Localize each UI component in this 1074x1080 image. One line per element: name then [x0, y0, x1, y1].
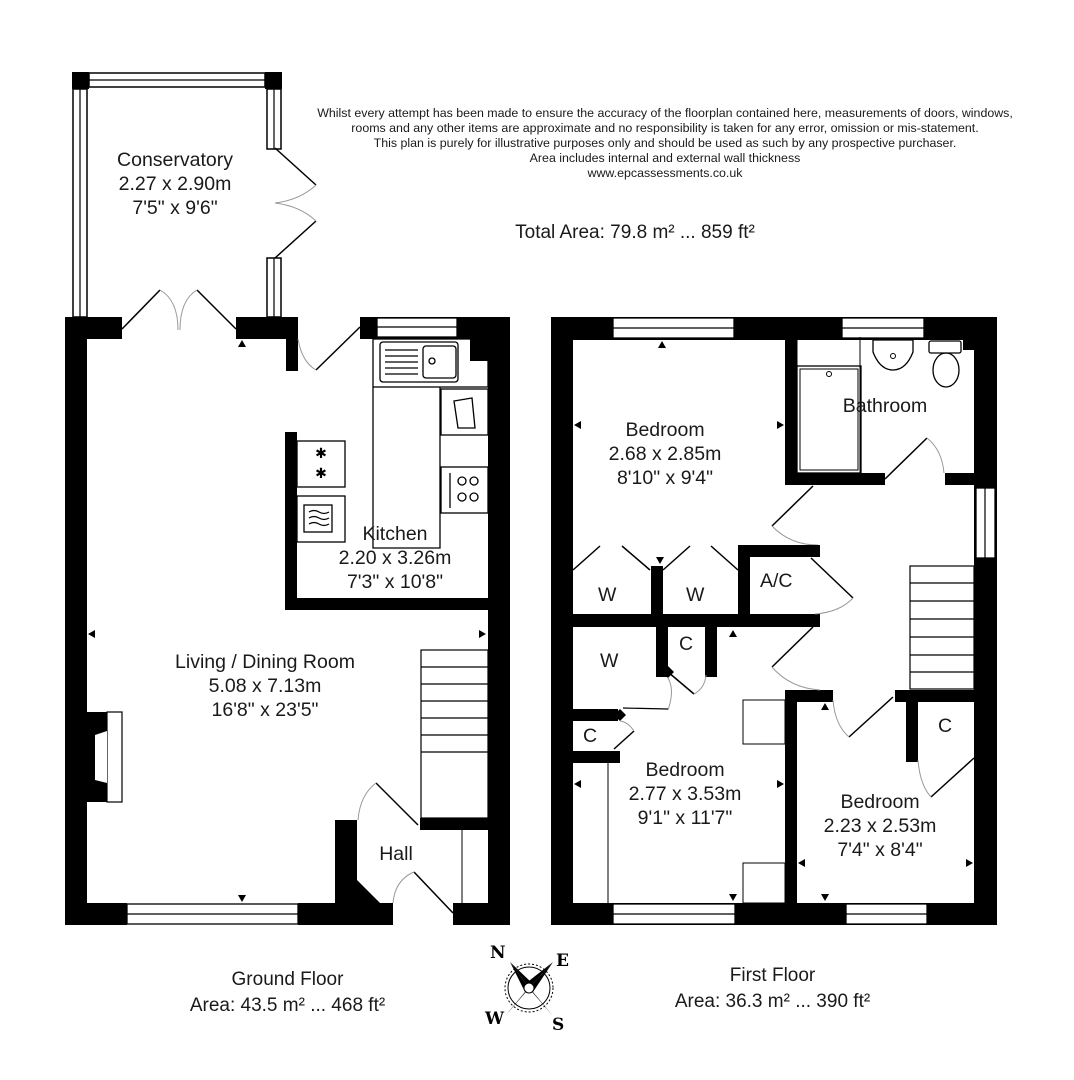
floor-title: Ground Floor: [231, 969, 344, 990]
wardrobe-label: W: [598, 584, 617, 606]
room-label-hall: Hall: [366, 842, 426, 866]
disclaimer-website: www.epcassessments.co.uk: [587, 166, 743, 180]
compass-east: E: [556, 951, 569, 971]
wardrobe-label: W: [600, 650, 619, 672]
ground-floor-summary: Ground Floor Area: 43.5 m² ... 468 ft²: [160, 967, 415, 1019]
total-area: Total Area: 79.8 m² ... 859 ft²: [515, 222, 755, 243]
room-metric: 2.27 x 2.90m: [118, 173, 232, 195]
room-label-kitchen: Kitchen 2.20 x 3.26m 7'3" x 10'8": [325, 522, 465, 594]
cupboard-label: C: [583, 725, 598, 747]
cupboard-label: C: [938, 715, 953, 737]
room-metric: 2.77 x 3.53m: [628, 783, 742, 805]
room-metric: 2.68 x 2.85m: [608, 443, 722, 465]
ground-floor-plan: ✱ ✱: [65, 72, 510, 925]
room-name: Bathroom: [842, 395, 928, 417]
room-label-bedroom-3: Bedroom 2.23 x 2.53m 7'4" x 8'4": [805, 790, 955, 862]
room-label-living-dining: Living / Dining Room 5.08 x 7.13m 16'8" …: [150, 650, 380, 722]
disclaimer-line: This plan is purely for illustrative pur…: [373, 136, 957, 150]
room-name: Conservatory: [117, 149, 233, 171]
compass-north: N: [490, 943, 506, 963]
first-floor-stairs: [909, 565, 975, 690]
disclaimer-line: Area includes internal and external wall…: [529, 151, 801, 165]
svg-text:✱: ✱: [315, 465, 327, 481]
disclaimer-line: rooms and any other items are approximat…: [351, 121, 979, 135]
room-metric: 2.20 x 3.26m: [338, 547, 452, 569]
room-imperial: 16'8" x 23'5": [211, 699, 319, 721]
disclaimer-text: Whilst every attempt has been made to en…: [300, 106, 1030, 181]
room-label-bathroom: Bathroom: [830, 394, 940, 418]
room-label-conservatory: Conservatory 2.27 x 2.90m 7'5" x 9'6": [95, 148, 255, 220]
cupboard-label: C: [679, 633, 694, 655]
wardrobe-label: W: [686, 584, 705, 606]
first-floor-plan: [551, 317, 997, 925]
compass-west: W: [484, 1009, 505, 1029]
room-label-bedroom-1: Bedroom 2.68 x 2.85m 8'10" x 9'4": [590, 418, 740, 490]
floor-area: Area: 36.3 m² ... 390 ft²: [674, 991, 871, 1012]
fireplace: [87, 711, 123, 803]
room-name: Bedroom: [625, 419, 705, 441]
compass-south: S: [552, 1015, 564, 1035]
room-name: Kitchen: [362, 523, 428, 545]
floor-title: First Floor: [729, 965, 816, 986]
compass-rose: N E W S: [484, 943, 569, 1035]
room-imperial: 9'1" x 11'7": [637, 807, 733, 829]
room-imperial: 7'5" x 9'6": [132, 197, 218, 219]
airing-cupboard-label: A/C: [760, 570, 793, 592]
svg-text:✱: ✱: [315, 445, 327, 461]
floor-area: Area: 43.5 m² ... 468 ft²: [189, 995, 386, 1016]
room-metric: 2.23 x 2.53m: [823, 815, 937, 837]
room-name: Hall: [379, 843, 413, 865]
first-floor-summary: First Floor Area: 36.3 m² ... 390 ft²: [645, 963, 900, 1015]
room-imperial: 8'10" x 9'4": [616, 467, 714, 489]
room-imperial: 7'3" x 10'8": [346, 571, 444, 593]
room-name: Bedroom: [645, 759, 725, 781]
disclaimer-line: Whilst every attempt has been made to en…: [317, 106, 1013, 120]
room-imperial: 7'4" x 8'4": [837, 839, 923, 861]
room-metric: 5.08 x 7.13m: [208, 675, 322, 697]
ground-stairs: [420, 649, 489, 819]
kitchen-fixtures: ✱ ✱: [296, 338, 489, 549]
room-label-bedroom-2: Bedroom 2.77 x 3.53m 9'1" x 11'7": [610, 758, 760, 830]
room-name: Bedroom: [840, 791, 920, 813]
room-name: Living / Dining Room: [175, 651, 355, 673]
